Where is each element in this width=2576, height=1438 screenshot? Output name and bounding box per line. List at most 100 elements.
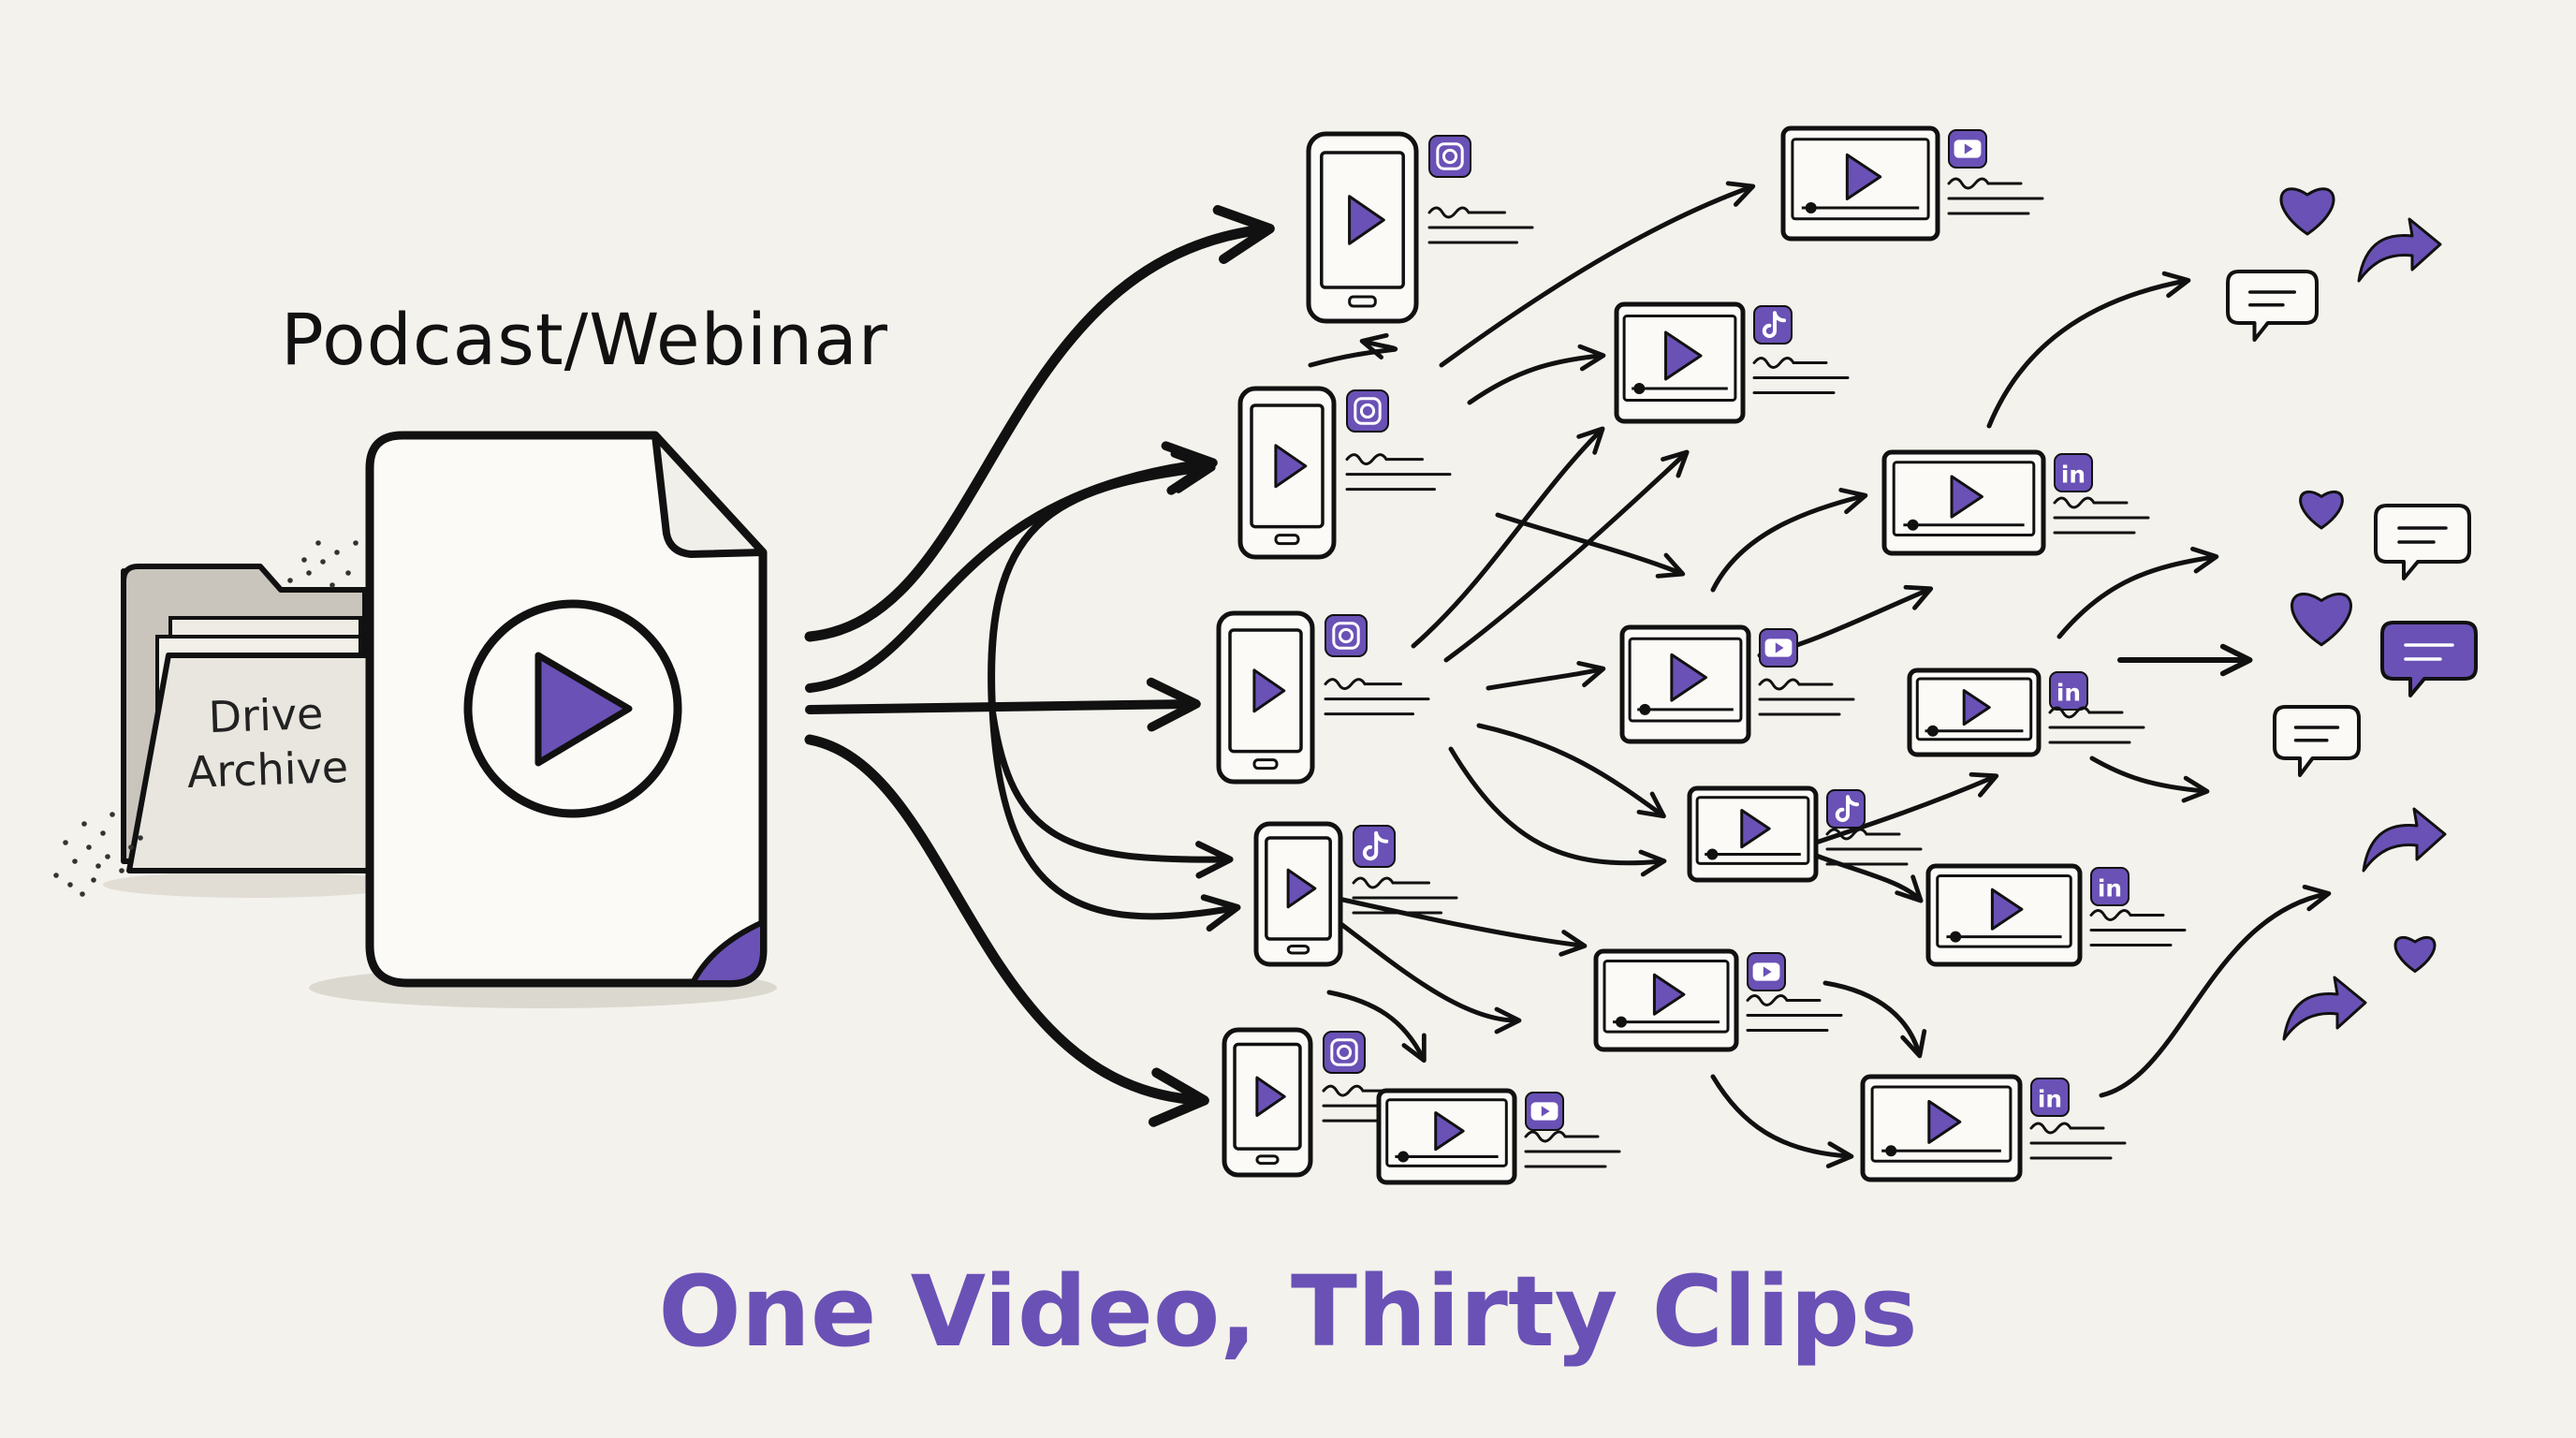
flow-arrow <box>1804 849 1924 903</box>
play-icon <box>534 652 633 767</box>
vertical-clip-card <box>1237 386 1452 560</box>
folder-label-line2: Archive <box>186 741 349 798</box>
flow-arrow <box>1308 332 1398 368</box>
youtube-icon <box>1525 1092 1564 1131</box>
flow-arrow <box>1336 919 1522 1034</box>
caption-lines <box>1825 828 1923 866</box>
horizontal-clip-card: in <box>1907 668 2145 757</box>
flow-arrow <box>1443 449 1690 663</box>
vertical-clip-card <box>1253 821 1458 967</box>
caption-lines <box>1524 1130 1621 1168</box>
flow-arrow <box>804 734 1209 1127</box>
flow-arrow <box>1411 426 1605 649</box>
source-video-group <box>103 431 777 1008</box>
progress-handle <box>1639 703 1651 715</box>
instagram-icon <box>1323 1031 1366 1074</box>
play-icon <box>1255 1076 1286 1118</box>
vertical-clip-card <box>1216 610 1430 785</box>
horizontal-clip-card <box>1376 1088 1621 1185</box>
caption-lines <box>1352 876 1458 915</box>
progress-handle <box>1706 848 1719 860</box>
flow-arrows <box>804 181 2332 1168</box>
horizontal-clip-card: in <box>1860 1074 2127 1182</box>
horizontal-clip-card <box>1619 624 1855 744</box>
progress-handle <box>1398 1151 1410 1163</box>
play-icon <box>1348 195 1385 245</box>
flow-arrow <box>805 677 1201 732</box>
youtube-icon <box>1948 129 1987 169</box>
progress-handle <box>1616 1016 1627 1028</box>
flow-arrow <box>1326 990 1427 1064</box>
flow-arrow <box>1813 771 1999 845</box>
caption-lines <box>2048 706 2145 744</box>
instagram-icon <box>1428 135 1471 178</box>
heart-icon <box>2291 593 2352 647</box>
progress-handle <box>1805 201 1817 213</box>
horizontal-clip-card <box>1593 948 1843 1052</box>
horizontal-clip-card: in <box>1881 449 2150 556</box>
heart-icon <box>2393 935 2437 973</box>
caption-lines <box>2089 909 2187 946</box>
flow-arrow <box>988 705 1234 879</box>
source-label: Podcast/Webinar <box>281 298 889 381</box>
flow-arrow <box>1476 723 1666 819</box>
engagement-icons <box>2226 187 2478 1041</box>
speckle-decoration <box>53 540 359 897</box>
clip-cards: in in in in <box>1216 125 2187 1185</box>
share-arrow-icon <box>2362 807 2447 873</box>
linkedin-icon: in <box>2049 671 2088 711</box>
caption-lines <box>2053 496 2150 535</box>
progress-handle <box>1633 383 1646 394</box>
svg-text:in: in <box>2098 874 2122 902</box>
caption-lines <box>1345 453 1452 492</box>
play-icon <box>1274 444 1308 489</box>
caption-lines <box>1427 206 1534 244</box>
flow-arrow <box>1986 271 2191 429</box>
tiktok-icon <box>1826 789 1866 829</box>
play-icon <box>1845 153 1882 201</box>
svg-text:in: in <box>2061 461 2086 488</box>
play-icon <box>1740 809 1771 849</box>
flow-arrow <box>1822 980 1927 1059</box>
flow-arrow <box>988 450 1216 712</box>
flow-arrow <box>1467 344 1606 405</box>
play-icon <box>1286 868 1317 909</box>
caption-lines <box>1324 678 1430 716</box>
share-arrow-icon <box>2282 976 2367 1041</box>
play-icon <box>1990 888 2024 931</box>
linkedin-icon: in <box>2054 453 2093 492</box>
flow-arrow <box>2089 756 2210 803</box>
flow-arrow <box>2099 884 2332 1098</box>
youtube-icon <box>1747 952 1786 991</box>
flow-arrow <box>804 205 1275 642</box>
progress-handle <box>1926 725 1939 737</box>
flow-arrow <box>1448 746 1667 877</box>
horizontal-clip-card <box>1687 785 1923 883</box>
flow-arrow <box>1336 896 1588 957</box>
tiktok-icon <box>1753 305 1793 345</box>
flow-arrow <box>1710 488 1868 593</box>
heart-icon <box>2299 490 2344 530</box>
play-icon <box>1670 653 1707 702</box>
play-icon <box>1962 689 1991 726</box>
flow-arrow <box>1486 661 1606 691</box>
caption-lines <box>1752 357 1850 394</box>
flow-arrow <box>2056 546 2219 639</box>
progress-handle <box>1885 1145 1897 1157</box>
diagram-title: One Video, Thirty Clips <box>658 1255 1918 1369</box>
caption-lines <box>1947 177 2044 215</box>
progress-handle <box>1907 519 1919 531</box>
instagram-icon <box>1325 614 1368 657</box>
instagram-icon <box>1346 389 1389 433</box>
flow-arrow <box>1710 1074 1854 1168</box>
play-icon <box>1927 1099 1962 1144</box>
tiktok-icon <box>1353 825 1396 868</box>
flow-arrow <box>988 705 1241 932</box>
progress-handle <box>1950 931 1962 943</box>
vertical-clip-card <box>1222 1027 1428 1178</box>
play-icon <box>1664 330 1703 381</box>
folder-label-line1: Drive <box>207 687 325 743</box>
share-arrow-icon <box>2357 217 2442 283</box>
youtube-icon <box>1759 628 1798 668</box>
